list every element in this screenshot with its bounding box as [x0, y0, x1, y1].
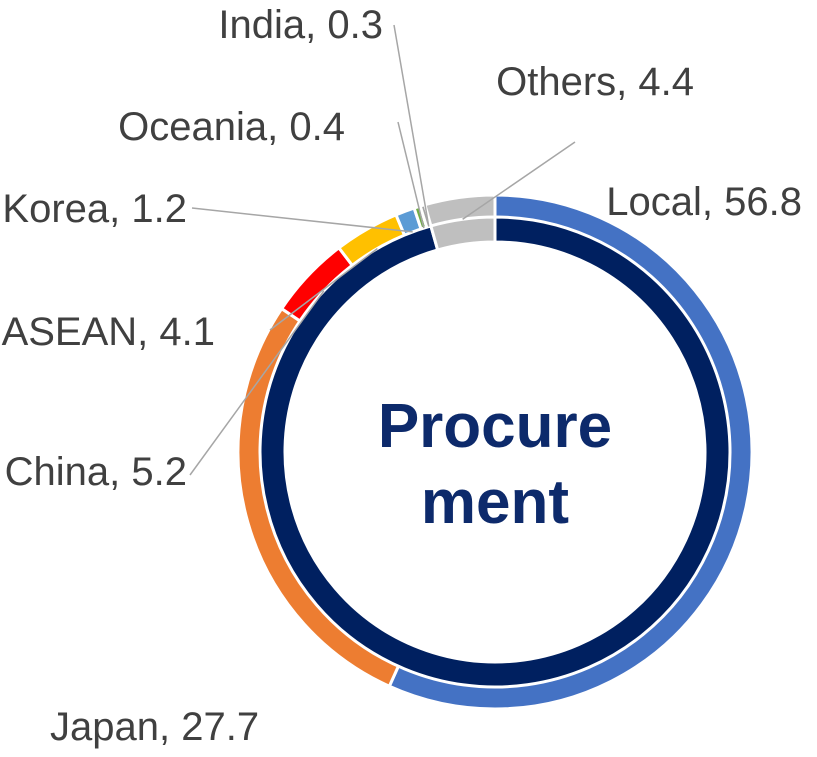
- leader-line-others: [462, 141, 576, 220]
- leader-line-asean: [269, 247, 378, 331]
- inner-slice-0: [258, 215, 732, 689]
- inner-slice-1: [429, 215, 497, 252]
- inner-ring: [258, 215, 732, 689]
- leader-line-korea: [191, 207, 413, 233]
- leader-line-china: [189, 290, 325, 476]
- center-title-line-1: Procure: [378, 392, 612, 461]
- data-label-japan: Japan, 27.7: [50, 705, 259, 749]
- data-label-india: India, 0.3: [218, 3, 383, 47]
- leader-lines: [189, 24, 576, 476]
- data-label-asean: ASEAN, 4.1: [2, 310, 215, 354]
- data-label-korea: Korea, 1.2: [2, 187, 187, 231]
- data-label-oceania: Oceania, 0.4: [118, 105, 345, 149]
- data-label-others: Others, 4.4: [496, 60, 694, 104]
- data-label-china: China, 5.2: [5, 450, 187, 494]
- data-label-local: Local, 56.8: [606, 180, 802, 224]
- leader-line-india: [393, 24, 430, 227]
- leader-line-oceania: [397, 121, 425, 229]
- center-title-line-2: ment: [421, 468, 569, 537]
